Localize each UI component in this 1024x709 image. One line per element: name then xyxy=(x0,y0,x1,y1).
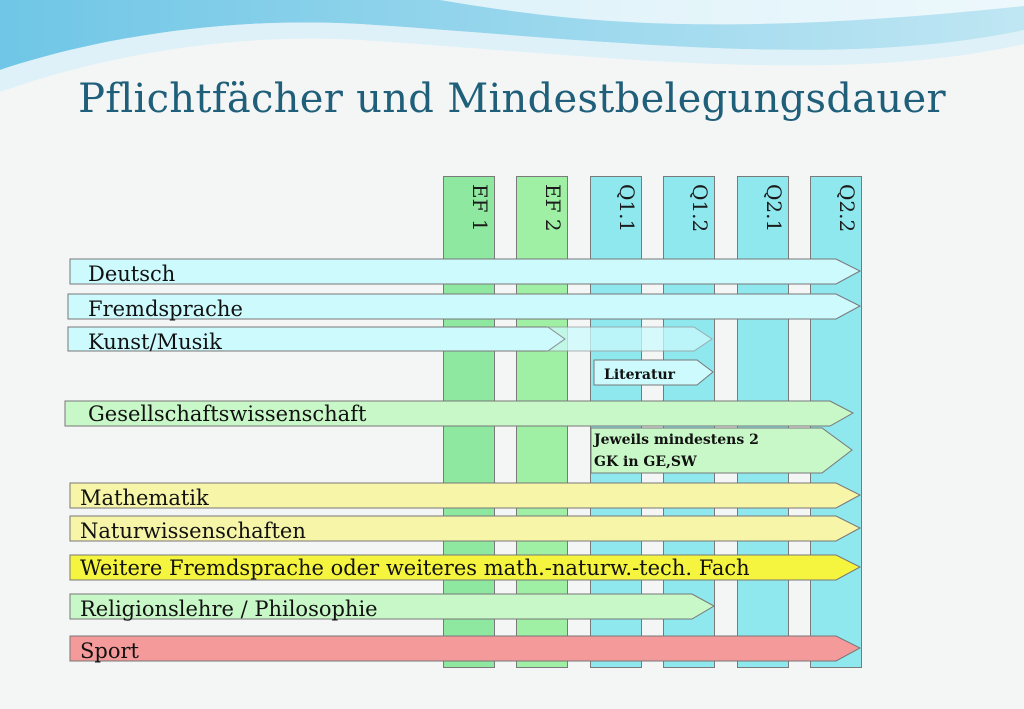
arrow-shape xyxy=(67,293,862,320)
arrow-naturwissenschaften: Naturwissenschaften xyxy=(69,515,862,543)
arrow-label: Naturwissenschaften xyxy=(80,519,306,543)
column-label-q12: Q1.2 xyxy=(688,184,712,233)
arrow-shape xyxy=(69,515,862,542)
arrow-label: Mathematik xyxy=(80,486,209,510)
arrow-weitere-fremdsprache: Weitere Fremdsprache oder weiteres math.… xyxy=(69,554,862,581)
arrow-label: Kunst/Musik xyxy=(88,330,222,354)
arrow-shape xyxy=(69,635,862,662)
arrow-shape xyxy=(593,359,714,386)
arrow-mathematik: Mathematik xyxy=(69,482,862,510)
arrow-label: Fremdsprache xyxy=(88,297,243,321)
arrow-label: Deutsch xyxy=(88,262,175,286)
column-label-ef2: EF 2 xyxy=(541,184,565,232)
arrow-shape-extension xyxy=(546,326,713,352)
arrow-gesellschaftswissenschaft: Gesellschaftswissenschaft xyxy=(64,400,855,427)
arrow-label: Weitere Fremdsprache oder weiteres math.… xyxy=(80,556,750,580)
arrow-kunst-musik: Kunst/Musik xyxy=(67,326,713,354)
arrow-shape xyxy=(590,427,853,474)
arrow-gk-ge-sw: Jeweils mindestens 2 GK in GE,SW xyxy=(590,427,853,474)
column-label-ef1: EF 1 xyxy=(468,184,492,232)
column-label-q21: Q2.1 xyxy=(762,184,786,233)
arrow-shape xyxy=(69,258,862,285)
arrow-shape xyxy=(69,554,862,581)
page-title: Pflichtfächer und Mindestbelegungsdauer xyxy=(78,76,946,122)
column-label-q11: Q1.1 xyxy=(615,184,639,233)
arrow-shape xyxy=(69,482,862,509)
arrow-label-line-2: GK in GE,SW xyxy=(594,454,697,470)
arrow-literatur: Literatur xyxy=(593,359,714,386)
arrow-label: Religionslehre / Philosophie xyxy=(80,597,378,621)
arrow-label-line-1: Jeweils mindestens 2 xyxy=(592,432,759,448)
header-wave xyxy=(0,0,1024,93)
arrow-fremdsprache: Fremdsprache xyxy=(67,293,862,321)
arrow-religionslehre-philosophie: Religionslehre / Philosophie xyxy=(69,593,716,621)
arrow-deutsch: Deutsch xyxy=(69,258,862,286)
arrow-sport: Sport xyxy=(69,635,862,663)
arrow-shape xyxy=(69,593,716,620)
column-label-q22: Q2.2 xyxy=(835,184,859,233)
arrow-label: Sport xyxy=(80,639,140,663)
arrow-label: Literatur xyxy=(604,367,676,383)
arrow-label: Gesellschaftswissenschaft xyxy=(88,402,367,426)
arrow-shape xyxy=(64,400,855,427)
